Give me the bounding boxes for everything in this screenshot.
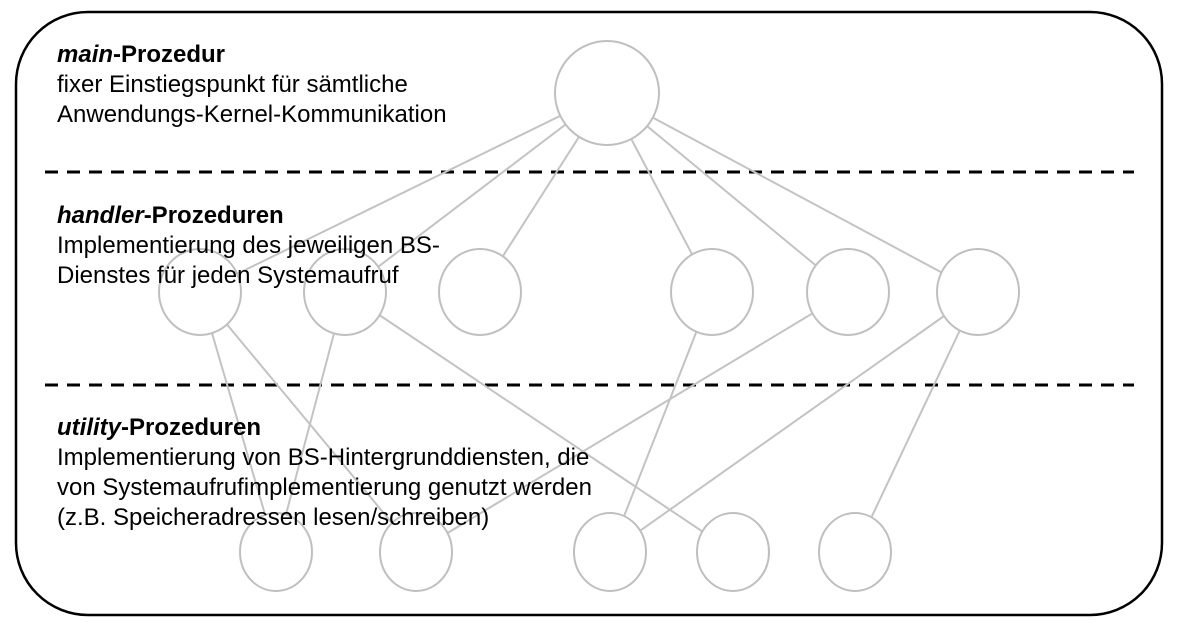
block-title: main-Prozedur	[57, 40, 447, 70]
title-italic-word: handler	[57, 202, 144, 229]
node-h1-circle	[158, 248, 242, 336]
title-rest: -Prozeduren	[143, 202, 284, 229]
block-line: Anwendungs-Kernel-Kommunikation	[57, 101, 447, 128]
title-italic-word: main	[57, 41, 114, 68]
node-h2-circle	[303, 248, 387, 336]
node-main-circle	[554, 40, 660, 146]
edge-h4-u3	[609, 291, 713, 553]
block-line: fixer Einstiegspunkt für sämtliche	[57, 71, 408, 98]
node-h5-circle	[806, 248, 890, 336]
node-u3-circle	[573, 512, 647, 592]
label-handler-prozeduren: handler-Prozeduren Implementierung des j…	[57, 201, 440, 291]
block-line: Implementierung von BS-Hintergrunddienst…	[57, 444, 590, 471]
edge-main-h1	[199, 92, 608, 293]
edge-h2-u1	[275, 291, 346, 553]
frame-border	[14, 10, 1164, 617]
block-title: utility-Prozeduren	[57, 413, 592, 443]
node-u2-circle	[379, 512, 453, 592]
node-u1-circle	[239, 512, 313, 592]
block-line: Implementierung des jeweiligen BS-	[57, 232, 440, 259]
block-line: von Systemaufrufimplementierung genutzt …	[57, 474, 592, 501]
node-u4-circle	[696, 512, 770, 592]
edge-main-h2	[344, 92, 608, 293]
label-main-prozedur: main-Prozedur fixer Einstiegspunkt für s…	[57, 40, 447, 130]
edge-h6-u5	[854, 291, 979, 553]
block-title: handler-Prozeduren	[57, 201, 440, 231]
label-utility-prozeduren: utility-Prozeduren Implementierung von B…	[57, 413, 592, 533]
edge-h5-u2	[415, 291, 849, 553]
edge-h1-u1	[199, 291, 277, 553]
block-line: (z.B. Speicheradressen lesen/schreiben)	[57, 504, 490, 531]
edge-main-h6	[606, 92, 979, 293]
node-h3-circle	[438, 248, 522, 336]
block-line: Dienstes für jeden Systemaufruf	[57, 262, 399, 289]
edge-h6-u3	[609, 291, 979, 553]
title-rest: -Prozedur	[113, 41, 226, 68]
title-italic-word: utility	[57, 414, 121, 441]
node-h6-circle	[936, 248, 1020, 336]
node-u5-circle	[818, 512, 892, 592]
edge-h2-u4	[344, 291, 734, 553]
edge-h1-u2	[199, 291, 417, 553]
node-h4-circle	[670, 248, 754, 336]
title-rest: -Prozeduren	[121, 414, 262, 441]
